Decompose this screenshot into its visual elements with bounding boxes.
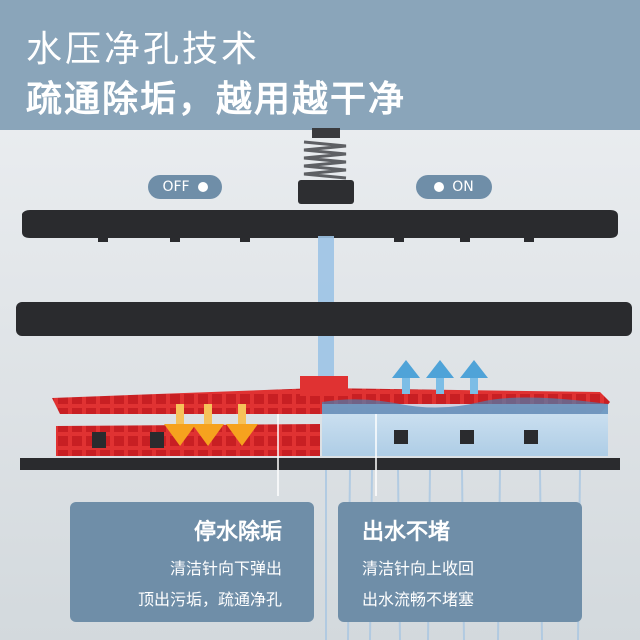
up-arrow-icon	[426, 360, 454, 394]
top-plate	[22, 210, 618, 238]
down-arrow-icon	[164, 404, 196, 446]
grid-inlet	[300, 376, 348, 396]
spring-icon	[303, 128, 347, 180]
connector-nut	[298, 180, 354, 204]
card-stop-water-descale: 停水除垢 清洁针向下弹出 顶出污垢，疏通净孔	[70, 502, 314, 622]
on-label: ON	[452, 179, 474, 195]
bottom-plate	[20, 458, 620, 470]
headline-line-1: 水压净孔技术	[26, 29, 261, 70]
header-band	[0, 0, 640, 130]
up-arrow-icon	[392, 360, 420, 394]
on-toggle-badge: ON	[416, 175, 492, 199]
off-label: OFF	[162, 179, 190, 195]
card-right-title: 出水不堵	[362, 520, 451, 545]
up-arrow-icon	[460, 360, 488, 394]
card-water-no-clog: 出水不堵 清洁针向上收回 出水流畅不堵塞	[338, 502, 582, 622]
down-arrow-icon	[192, 404, 224, 446]
top-plate-pegs	[98, 236, 534, 242]
card-right-line-1: 清洁针向上收回	[362, 559, 475, 578]
toggle-dot-icon	[434, 182, 445, 192]
down-arrow-icon	[226, 404, 258, 446]
card-left-line-1: 清洁针向下弹出	[169, 559, 282, 578]
headline-line-2: 疏通除垢，越用越干净	[26, 79, 407, 120]
card-left-title: 停水除垢	[193, 520, 282, 545]
grid-lower-left	[56, 424, 320, 456]
middle-frame	[16, 302, 632, 336]
toggle-dot-icon	[197, 182, 208, 192]
card-right-line-2: 出水流畅不堵塞	[362, 590, 475, 609]
card-left-line-2: 顶出污垢，疏通净孔	[137, 590, 282, 609]
off-toggle-badge: OFF	[148, 175, 222, 199]
